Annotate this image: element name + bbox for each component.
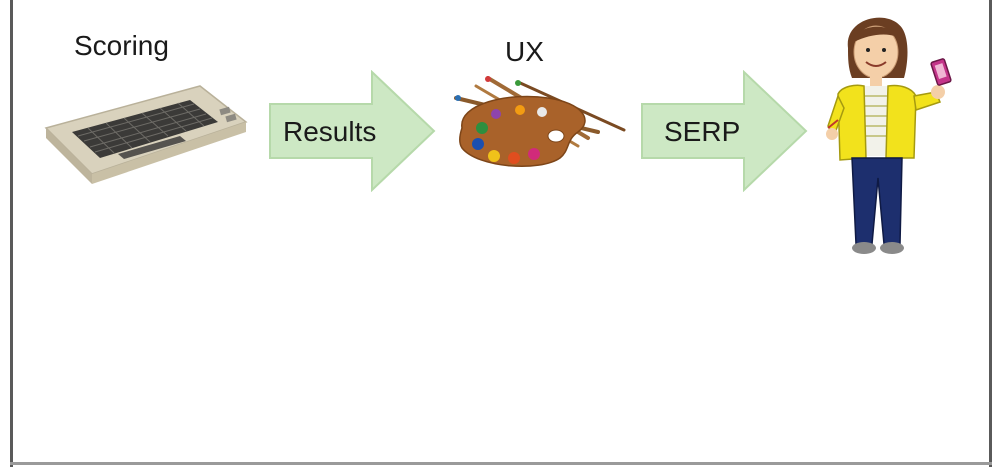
frame-right-border [989,0,992,467]
computer-icon [44,85,248,184]
frame-left-border [10,0,13,467]
frame-bottom-border [10,462,992,465]
paint-palette-icon [454,76,626,167]
results-arrow [269,70,436,192]
person-with-phone-icon [826,17,952,254]
ux-label: UX [505,36,544,67]
scoring-label: Scoring [74,30,169,61]
serp-arrow [641,70,808,192]
results-arrow-label: Results [283,116,377,147]
serp-arrow-label: SERP [664,116,741,147]
